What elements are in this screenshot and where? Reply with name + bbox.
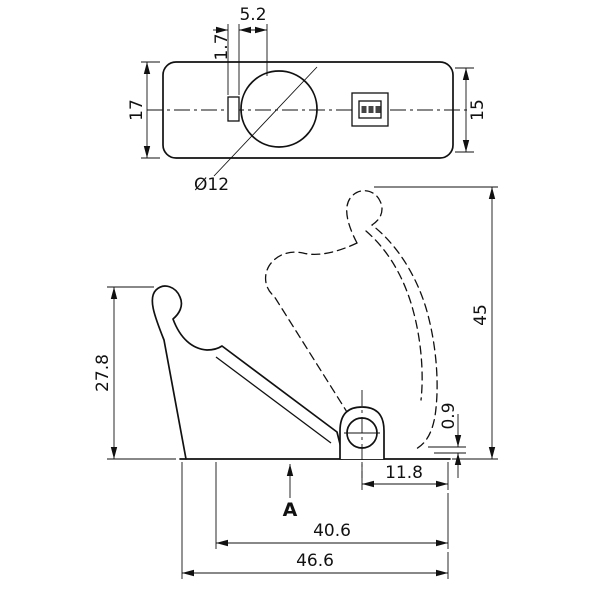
dim-base-inner-length: 40.6 (215, 462, 449, 549)
dim-label-base-inner-length: 40.6 (313, 521, 351, 541)
guard-closed-solid (151, 285, 343, 460)
hole-circle (240, 70, 318, 148)
guard-open-inner (365, 230, 423, 401)
pivot-mount (339, 390, 385, 478)
datum-label: A (283, 499, 298, 521)
dim-lip-thickness: 0.9 (428, 402, 466, 478)
dim-open-height: 45 (374, 186, 498, 460)
top-view: Ø12 5.2 1.7 17 15 (127, 5, 488, 195)
side-view: 27.8 45 0.9 11.8 40.6 (93, 186, 498, 579)
slot-tab-detail (227, 96, 240, 122)
guard-open-dashed (264, 190, 438, 450)
dim-label-overall-length: 46.6 (296, 551, 334, 571)
dim-pivot-to-end: 11.8 (361, 462, 449, 490)
actuator-cell (361, 106, 367, 113)
dim-label-body-width: 17 (127, 99, 147, 121)
datum-marker: A (283, 464, 298, 521)
dim-label-front-height: 27.8 (93, 354, 113, 392)
actuator-cell (368, 106, 374, 113)
guard-closed-inner (215, 356, 332, 444)
guard-closed-outer (151, 285, 343, 460)
dim-body-width: 17 (127, 61, 160, 159)
dim-label-slot-offset: 5.2 (239, 5, 266, 25)
body-outline (162, 61, 454, 159)
guard-open-outer (346, 190, 438, 450)
dim-label-hole-diameter: Ø12 (194, 175, 229, 195)
dim-label-pivot-to-end: 11.8 (385, 463, 423, 483)
dim-overall-length: 46.6 (181, 462, 449, 579)
dim-end-width: 15 (455, 67, 488, 153)
dim-slot: 5.2 1.7 (212, 5, 268, 95)
diameter-leader-line (213, 66, 318, 177)
dim-label-slot-width: 1.7 (212, 33, 232, 60)
actuator-cell (375, 106, 381, 113)
actuator-detail (351, 92, 389, 127)
dim-label-open-height: 45 (471, 304, 491, 326)
dim-label-end-width: 15 (468, 99, 488, 121)
dim-label-lip-thickness: 0.9 (439, 402, 459, 429)
guard-open-edge (264, 242, 358, 421)
actuator-inner (358, 100, 382, 119)
dim-front-height: 27.8 (93, 286, 176, 460)
